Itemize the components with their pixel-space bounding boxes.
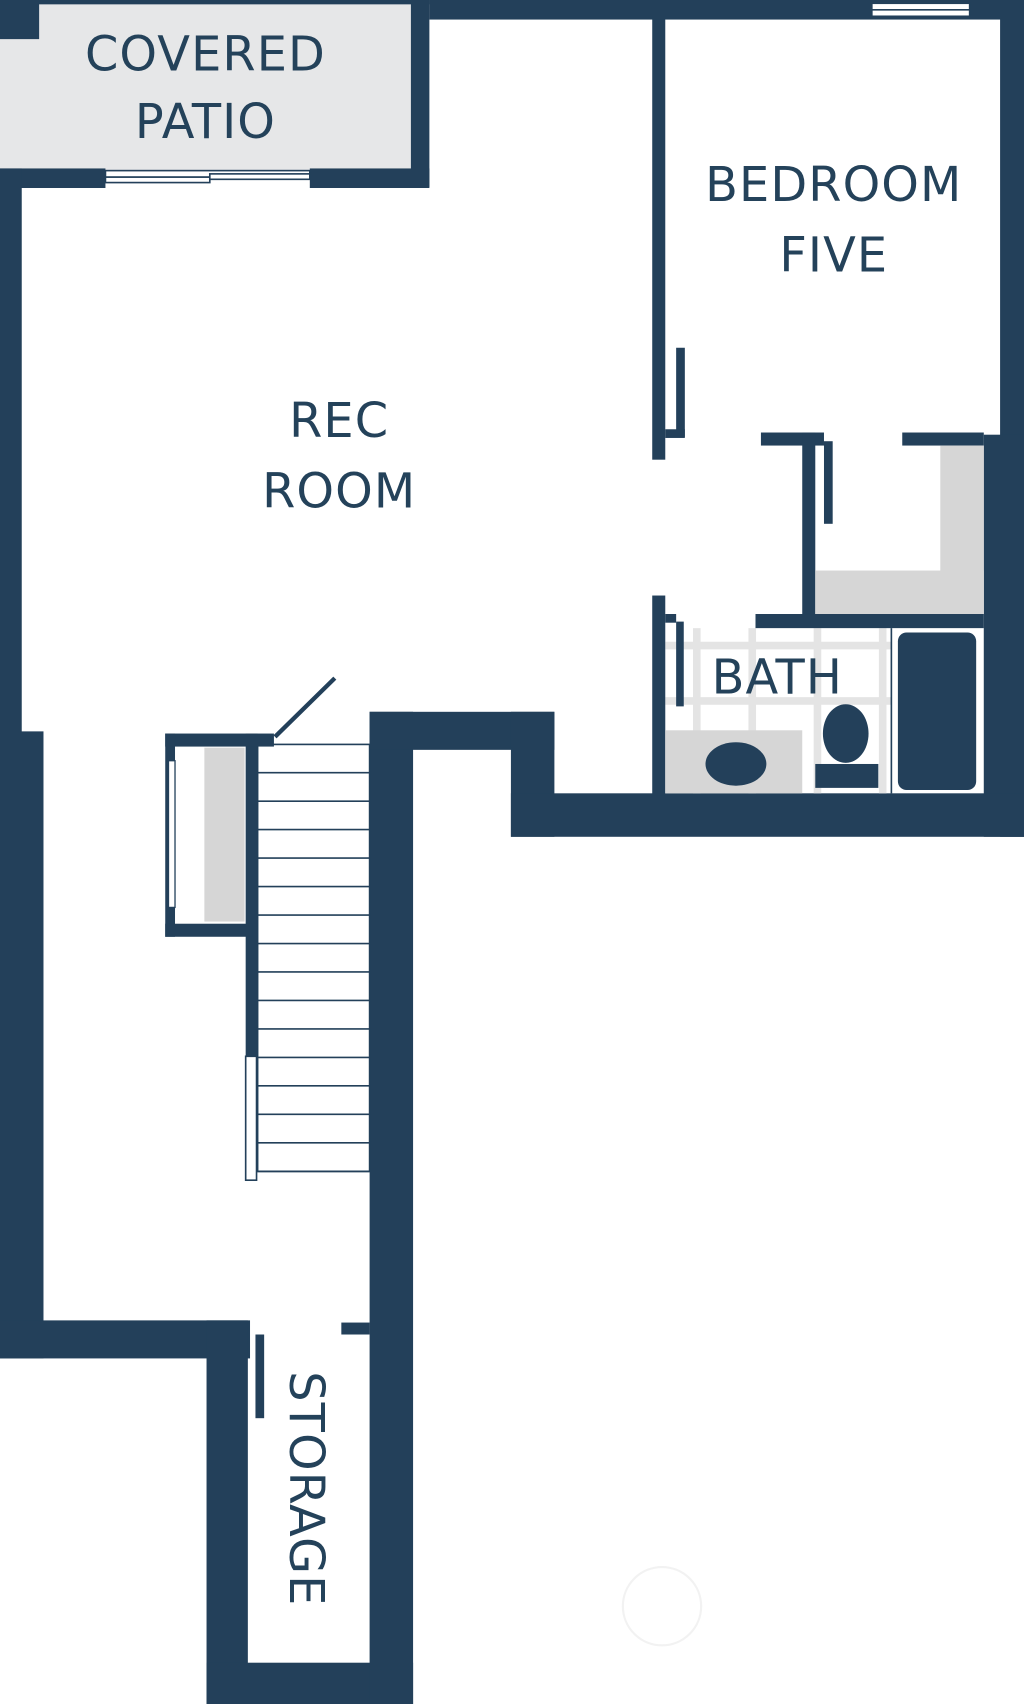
covered-patio-area	[0, 3, 414, 171]
rec-room-label-2: ROOM	[262, 465, 416, 520]
watermark	[621, 1565, 703, 1647]
rec-room-label-1: REC	[289, 394, 389, 449]
door-swing	[273, 676, 337, 739]
sink	[705, 742, 767, 786]
covered-patio-label-1: COVERED	[85, 28, 326, 83]
sliding-door	[104, 169, 311, 184]
bathtub	[897, 632, 977, 791]
stair-closet-shelf	[204, 747, 245, 922]
toilet-bowl	[822, 704, 869, 763]
staircase: (function(){ const g=document.currentScr…	[256, 743, 371, 1173]
bedroom-five-label-1: BEDROOM	[705, 158, 962, 213]
covered-patio-label-2: PATIO	[135, 95, 276, 150]
bedroom-five-label-2: FIVE	[779, 229, 888, 284]
storage-label: STORAGE	[278, 1371, 333, 1606]
bath-label: BATH	[712, 650, 843, 705]
toilet-tank	[815, 763, 879, 788]
